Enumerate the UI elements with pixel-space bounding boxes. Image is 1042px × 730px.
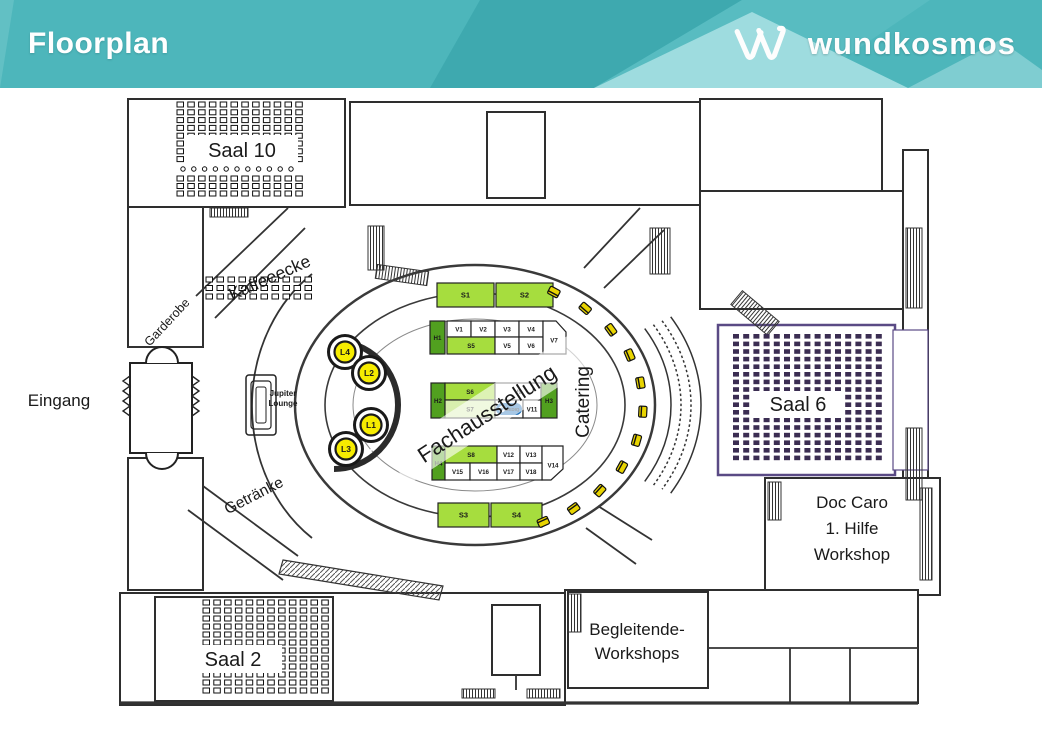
stairs [209, 207, 933, 699]
booth-V16: V16 [469, 462, 498, 481]
corridor-marker [637, 405, 648, 418]
svg-text:V17: V17 [503, 469, 515, 476]
corridor-marker [630, 433, 643, 447]
eingang-label: Eingang [28, 391, 90, 410]
floorplan-canvas: Saal 10 Saal 6 Saal 2 Doc Caro 1. Hilfe … [0, 88, 1042, 725]
saal6-label: Saal 6 [770, 394, 827, 416]
corridor-marker [547, 285, 561, 299]
svg-text:V3: V3 [503, 326, 511, 333]
svg-text:V18: V18 [525, 469, 537, 476]
svg-text:L1: L1 [366, 420, 376, 430]
doc-caro-label-line1: Doc Caro [816, 493, 888, 512]
svg-text:V7: V7 [550, 337, 558, 344]
jupiter-lounge-label-line1: Jupiter [270, 389, 297, 398]
booth-V12: V12 [496, 445, 521, 464]
wundkosmos-heart-icon [734, 25, 786, 60]
booth-V18: V18 [519, 462, 543, 481]
svg-text:S2: S2 [520, 290, 529, 299]
booth-S3: S3 [437, 502, 490, 528]
svg-text:V6: V6 [527, 343, 535, 350]
booth-V14: V14 [541, 445, 564, 481]
corridor-marker [615, 460, 629, 474]
lounge-table-L2: L2 [351, 355, 387, 391]
corridor-marker [635, 376, 646, 390]
booth-S5: S5 [446, 336, 496, 355]
ramp [278, 559, 444, 601]
lounge-table-L3: L3 [328, 431, 364, 467]
booth-V13: V13 [519, 445, 543, 464]
begleitende-label-line2: Workshops [595, 644, 680, 663]
corridor-marker [536, 515, 551, 528]
svg-text:L3: L3 [341, 444, 351, 454]
header-bar: Floorplan wundkosmos [0, 0, 1042, 88]
coffee-tables [205, 276, 312, 300]
svg-text:V16: V16 [478, 469, 490, 476]
booth-V15: V15 [444, 462, 471, 481]
room-labels: Saal 10 Saal 6 Saal 2 Doc Caro 1. Hilfe … [28, 135, 890, 673]
svg-text:V14: V14 [547, 462, 559, 469]
amphitheater-rows [644, 316, 702, 494]
brand-name: wundkosmos [807, 26, 1016, 61]
svg-text:S5: S5 [467, 343, 475, 350]
page-title: Floorplan [28, 27, 170, 60]
svg-text:V1: V1 [455, 326, 463, 333]
saal2-label: Saal 2 [205, 649, 262, 671]
saal6-seats [733, 334, 882, 461]
saal10-seat-dots [180, 166, 294, 172]
booth-V6: V6 [518, 336, 544, 355]
jupiter-lounge-label-line2: Lounge [269, 399, 298, 408]
booth-V3: V3 [494, 320, 520, 338]
svg-text:V12: V12 [503, 452, 515, 459]
svg-text:V11: V11 [527, 406, 538, 413]
partition-lines [120, 207, 918, 705]
booth-H2: H2 [430, 382, 446, 419]
entrance [121, 346, 201, 470]
svg-text:V5: V5 [503, 343, 511, 350]
svg-text:S8: S8 [467, 452, 475, 459]
svg-text:S6: S6 [466, 389, 474, 396]
svg-text:H2: H2 [434, 398, 442, 405]
saal10-seats-bottom [176, 175, 303, 197]
fachausstellung-band [386, 332, 594, 486]
booth-V17: V17 [496, 462, 521, 481]
corridor-marker [623, 348, 636, 362]
svg-text:V4: V4 [527, 326, 535, 333]
booth-V2: V2 [470, 320, 496, 338]
svg-text:V13: V13 [525, 452, 537, 459]
svg-text:S3: S3 [459, 510, 468, 519]
corridor-markers [536, 285, 648, 528]
brand-logo: wundkosmos [732, 23, 1042, 65]
booth-V4: V4 [518, 320, 544, 338]
header-pattern [0, 0, 1042, 88]
building-walls [119, 98, 941, 706]
lounge-table-L4: L4 [327, 334, 363, 370]
booth-S1: S1 [436, 282, 495, 308]
svg-text:H1: H1 [434, 335, 442, 342]
svg-text:S4: S4 [512, 510, 522, 519]
booth-S2: S2 [495, 282, 554, 308]
corridor-marker [604, 322, 618, 337]
doc-caro-label-line2: 1. Hilfe [826, 519, 879, 538]
corridor-marker [578, 301, 592, 316]
svg-text:L2: L2 [364, 368, 374, 378]
booth-V1: V1 [446, 320, 472, 338]
catering-label: Catering [573, 366, 594, 438]
svg-text:L4: L4 [340, 347, 350, 357]
booth-S4: S4 [490, 502, 543, 528]
saal10-label: Saal 10 [208, 140, 276, 162]
svg-text:S1: S1 [461, 290, 470, 299]
corridor-marker [566, 502, 581, 516]
svg-text:V2: V2 [479, 326, 487, 333]
begleitende-label-line1: Begleitende- [589, 620, 684, 639]
booth-H1: H1 [429, 320, 446, 355]
lounge-table-L1: L1 [353, 407, 389, 443]
svg-text:V15: V15 [452, 469, 464, 476]
corridor-marker [593, 483, 607, 498]
svg-text:H3: H3 [545, 398, 553, 405]
booth-V5: V5 [494, 336, 520, 355]
doc-caro-label-line3: Workshop [814, 545, 890, 564]
